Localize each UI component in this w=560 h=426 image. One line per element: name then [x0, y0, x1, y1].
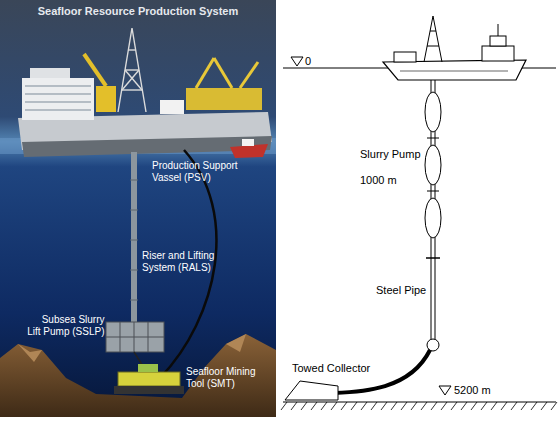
component-label: Towed Collector — [292, 362, 370, 375]
schematic — [281, 16, 557, 410]
level-marker: 0 — [305, 55, 311, 68]
part-label: Subsea Slurry Lift Pump (SSLP) — [26, 314, 105, 338]
component-label: Steel Pipe — [376, 284, 426, 297]
part-label: Production Support Vassel (PSV) — [152, 160, 252, 184]
diagram-title: Seafloor Resource Production System — [0, 5, 276, 18]
part-label: Riser and Lifting System (RALS) — [142, 250, 227, 274]
depth-dimension: 1000 m — [360, 174, 397, 187]
component-label: Slurry Pump — [360, 148, 421, 161]
rendered-scene — [0, 0, 276, 417]
part-label: Seafloor Mining Tool (SMT) — [186, 366, 266, 390]
depth-marker: 5200 m — [454, 384, 491, 397]
